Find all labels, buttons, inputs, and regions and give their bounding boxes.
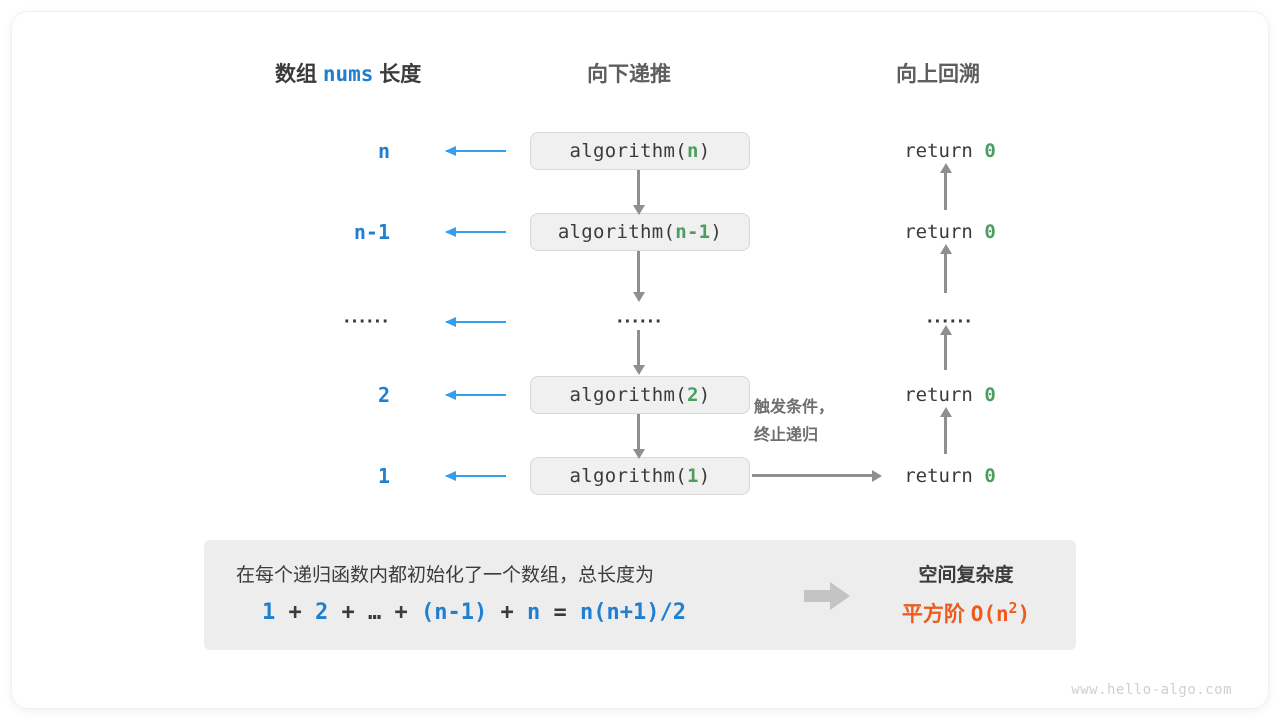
recursion-row: 2 algorithm(2) return 0	[0, 375, 1280, 415]
formula-part-2: 2	[315, 600, 329, 625]
formula-part-7: +	[500, 600, 514, 625]
return-value: 0	[984, 465, 996, 487]
blue-left-arrow-icon	[445, 146, 506, 156]
formula-part-0: 1	[262, 600, 276, 625]
header-left-mono: nums	[322, 62, 374, 86]
return-keyword: return	[904, 140, 985, 162]
formula-part-5: +	[394, 600, 408, 625]
return-statement: return 0	[840, 212, 1060, 252]
formula-space	[514, 600, 527, 625]
call-box[interactable]: algorithm(n)	[530, 132, 750, 170]
return-keyword: return	[904, 465, 985, 487]
up-arrow-icon	[939, 325, 952, 370]
formula-part-10: n(n+1)/2	[579, 600, 686, 625]
formula-part-6: (n-1)	[421, 600, 488, 625]
formula-space	[381, 600, 394, 625]
notation-prefix: O(n	[970, 602, 1009, 626]
call-box[interactable]: algorithm(n-1)	[530, 213, 750, 251]
column-header-upward-backtrack: 向上回溯	[896, 63, 980, 86]
call-argument: n-1	[675, 221, 711, 243]
summary-panel: 在每个递归函数内都初始化了一个数组，总长度为 1 + 2 + … + (n-1)…	[204, 540, 1076, 650]
call-suffix: )	[698, 465, 711, 487]
return-keyword: return	[904, 384, 985, 406]
blue-left-arrow-icon	[445, 471, 506, 481]
call-suffix: )	[698, 384, 711, 406]
formula-part-1: +	[288, 600, 302, 625]
column-header-array-length: 数组 nums 长度	[275, 58, 421, 88]
formula-part-9: =	[553, 600, 567, 625]
call-prefix: algorithm(	[569, 384, 687, 406]
annotation-line-2: 终止递归	[754, 427, 819, 444]
call-box[interactable]: algorithm(2)	[530, 376, 750, 414]
header-left-prefix: 数组	[275, 63, 317, 86]
up-arrow-icon	[939, 407, 952, 454]
summary-description: 在每个递归函数内都初始化了一个数组，总长度为	[236, 565, 655, 586]
right-arrow-icon	[804, 582, 850, 610]
formula-part-8: n	[526, 600, 541, 625]
call-suffix: )	[710, 221, 723, 243]
base-case-annotation: 触发条件， 终止递归	[754, 394, 874, 450]
call-box[interactable]: algorithm(1)	[530, 457, 750, 495]
call-prefix: algorithm(	[557, 221, 676, 243]
call-argument: n	[686, 140, 699, 162]
call-ellipsis: ······	[617, 311, 663, 333]
formula-space	[275, 600, 288, 625]
down-arrow-icon	[632, 251, 645, 302]
call-argument: 2	[686, 384, 699, 406]
formula-part-4: …	[368, 600, 382, 625]
formula-space	[355, 600, 368, 625]
notation-suffix: )	[1017, 602, 1031, 626]
base-case-arrow-icon	[752, 469, 882, 482]
formula-part-3: +	[341, 600, 355, 625]
blue-left-arrow-icon	[445, 317, 506, 327]
recursion-row: n-1 algorithm(n-1) return 0	[0, 212, 1280, 252]
down-arrow-icon	[632, 330, 645, 375]
return-statement: return 0	[840, 456, 1060, 496]
notation-exponent: 2	[1008, 600, 1018, 617]
call-prefix: algorithm(	[569, 465, 687, 487]
formula-space	[567, 600, 580, 625]
complexity-value: 平方阶 O(n2)	[876, 598, 1056, 628]
return-value: 0	[984, 221, 996, 243]
complexity-title: 空间复杂度	[918, 565, 1014, 586]
return-keyword: return	[904, 221, 985, 243]
blue-left-arrow-icon	[445, 390, 506, 400]
complexity-notation: O(n2)	[970, 600, 1031, 626]
complexity-label: 平方阶	[901, 603, 965, 626]
formula-space	[540, 600, 553, 625]
blue-left-arrow-icon	[445, 227, 506, 237]
call-prefix: algorithm(	[569, 140, 687, 162]
call-argument: 1	[686, 465, 699, 487]
column-header-downward-recursion: 向下递推	[587, 63, 671, 86]
return-statement: return 0	[840, 131, 1060, 171]
up-arrow-icon	[939, 163, 952, 210]
array-length-value: n	[377, 139, 390, 163]
recursion-row: 1 algorithm(1) return 0	[0, 456, 1280, 496]
call-suffix: )	[698, 140, 711, 162]
array-length-ellipsis: ······	[344, 311, 390, 333]
summary-formula: 1 + 2 + … + (n-1) + n = n(n+1)/2	[262, 600, 686, 625]
array-length-value: 2	[377, 383, 390, 407]
watermark: www.hello-algo.com	[1071, 682, 1232, 698]
down-arrow-icon	[632, 170, 645, 215]
array-length-value: n-1	[353, 220, 390, 244]
return-statement: return 0	[840, 375, 1060, 415]
return-ellipsis: ······	[927, 311, 973, 333]
header-left-suffix: 长度	[379, 63, 422, 86]
return-value: 0	[984, 384, 996, 406]
formula-space	[328, 600, 341, 625]
array-length-value: 1	[377, 464, 390, 488]
return-value: 0	[984, 140, 996, 162]
up-arrow-icon	[939, 244, 952, 293]
formula-space	[487, 600, 500, 625]
formula-space	[408, 600, 421, 625]
formula-space	[302, 600, 315, 625]
recursion-row-ellipsis: ······ ······ ······	[0, 302, 1280, 342]
down-arrow-icon	[632, 414, 645, 459]
annotation-line-1: 触发条件，	[754, 399, 835, 416]
recursion-row: n algorithm(n) return 0	[0, 131, 1280, 171]
